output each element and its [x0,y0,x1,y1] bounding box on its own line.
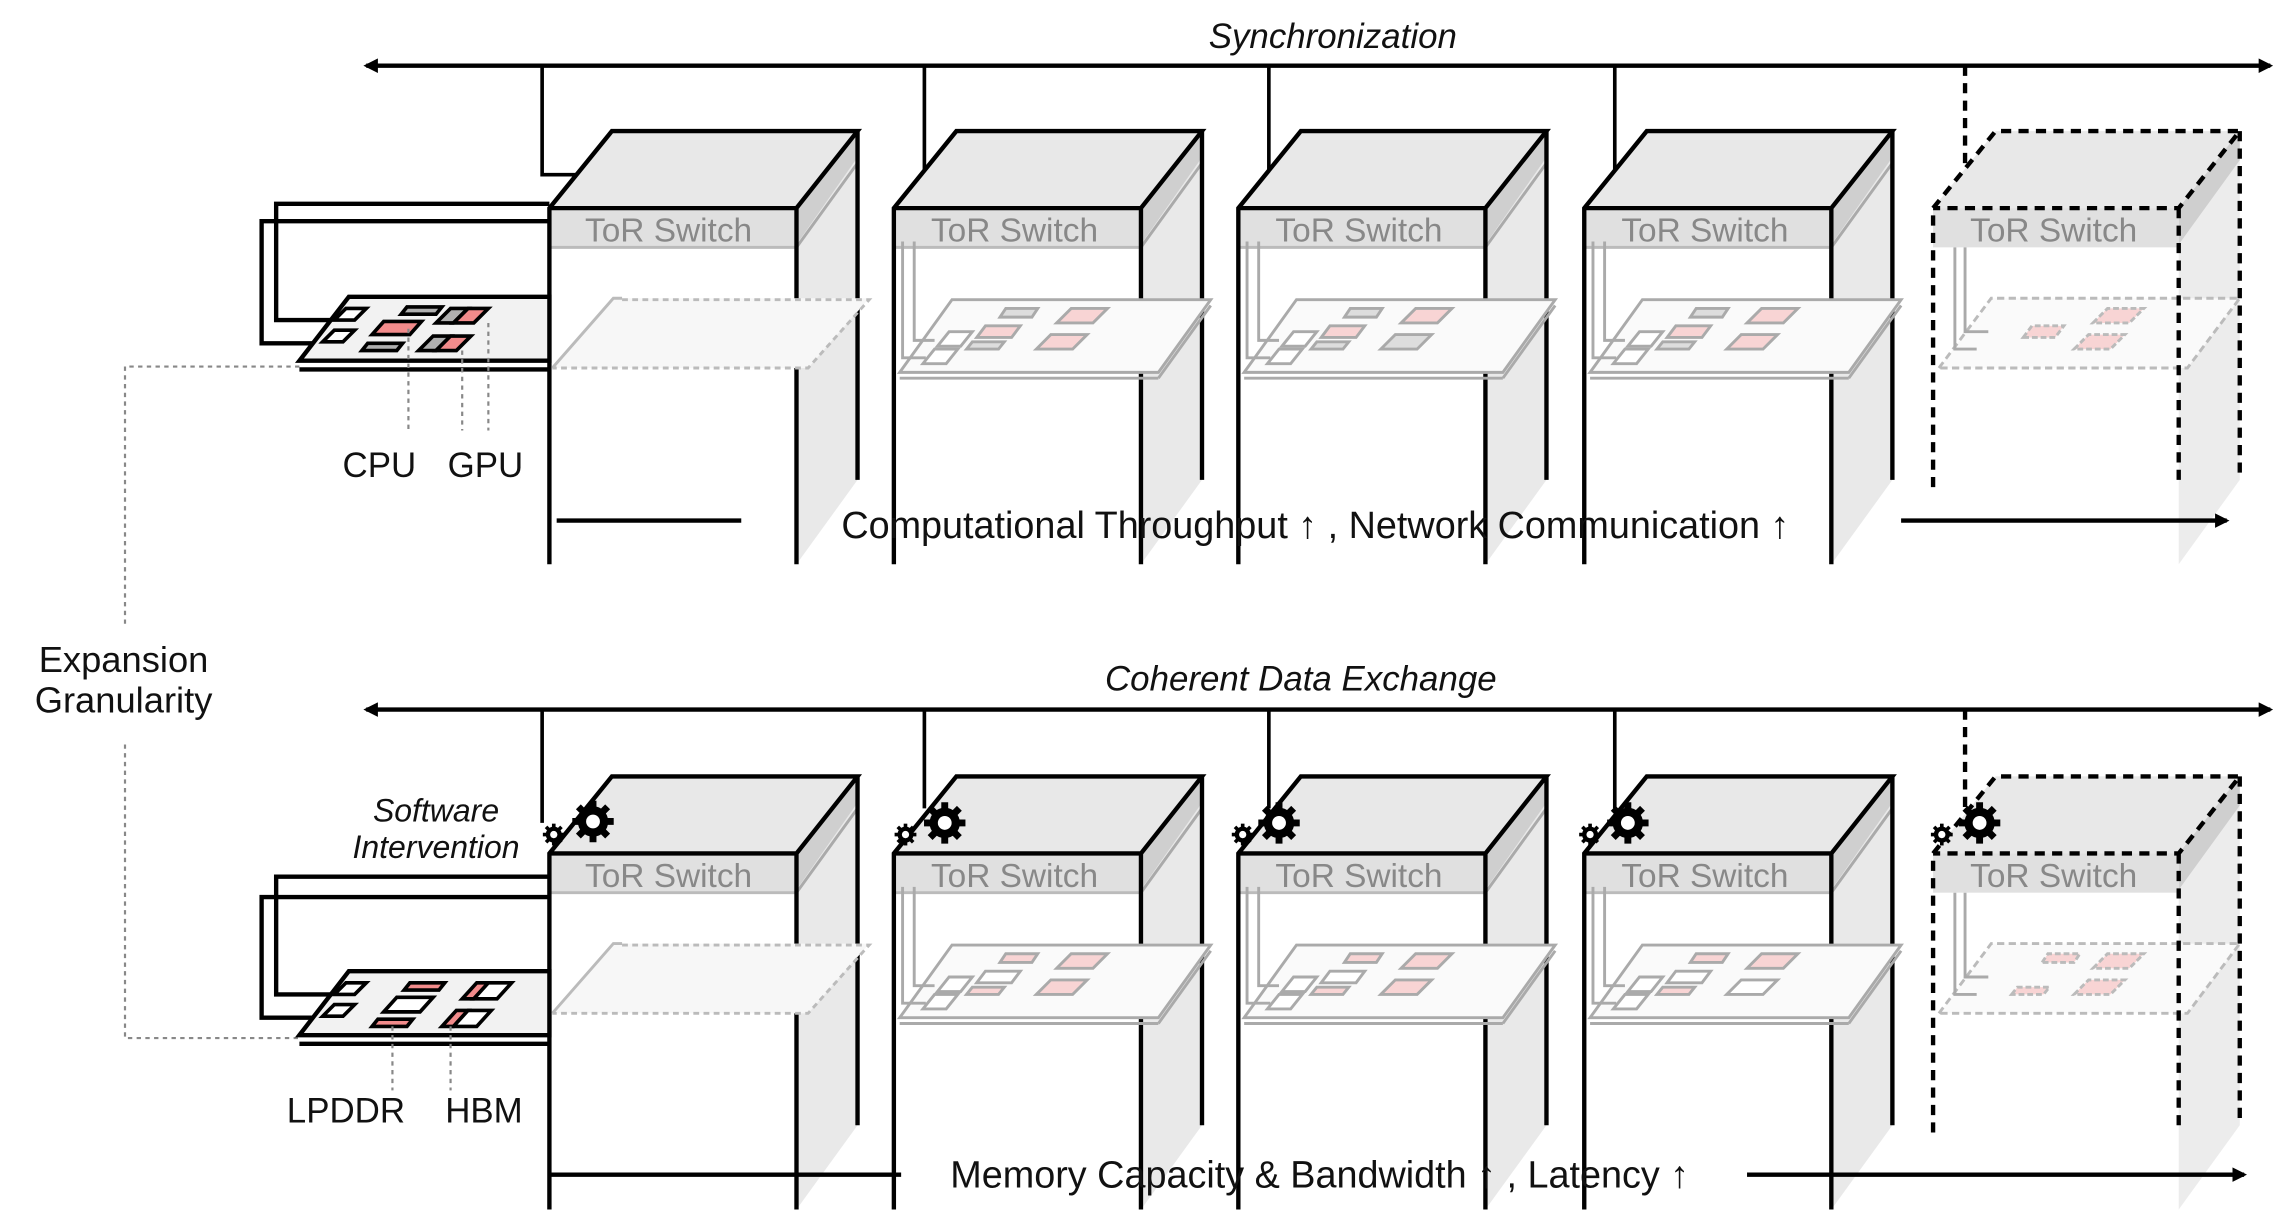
gear-icon-small [543,824,565,846]
tor-switch-label: ToR Switch [931,858,1098,895]
cpu-chip [397,305,446,317]
tor-switch-label: ToR Switch [585,213,752,250]
rack-4: ToR Switch [1584,776,1903,1209]
gear-icon [1258,802,1299,843]
rack-1: ToR Switch [549,776,873,1209]
software-intervention-label-2: Intervention [353,829,520,865]
lpddr-label: LPDDR [287,1091,405,1130]
tor-switch-label: ToR Switch [1275,213,1442,250]
gear-icon-small [1579,824,1601,846]
gear-icon [1959,802,2000,843]
software-intervention-label-1: Software [373,792,499,828]
gear-icon-small [895,824,917,846]
hbm-label: HBM [445,1091,523,1130]
rack-3: ToR Switch [1238,131,1557,564]
lpddr-chip [400,980,449,992]
tor-switch-label: ToR Switch [1275,858,1442,895]
expansion-granularity: Expansion Granularity [35,365,300,1040]
compute-node-board: CPU GPU [259,201,552,485]
expansion-label-line2: Granularity [35,679,214,720]
synchronization-label: Synchronization [1209,17,1457,56]
rack-1: ToR Switch [549,131,873,564]
throughput-axis-label: Computational Throughput ↑ , Network Com… [841,505,1789,547]
rack-4: ToR Switch [1584,131,1903,564]
coherent-data-exchange-label: Coherent Data Exchange [1105,660,1497,699]
expansion-label-line1: Expansion [39,639,209,680]
tor-switch-label: ToR Switch [1970,858,2137,895]
rack-5-future: ToR Switch [1930,128,2245,565]
top-section: Synchronization ToR Switch [259,17,2274,565]
gpu-label: GPU [448,446,524,485]
tor-switch-label: ToR Switch [1621,858,1788,895]
rack-2: ToR Switch [894,776,1213,1209]
rack-2: ToR Switch [894,131,1213,564]
cpu-label: CPU [343,446,417,485]
gear-icon [572,801,613,842]
tor-switch-label: ToR Switch [931,213,1098,250]
memory-axis-label: Memory Capacity & Bandwidth ↑ , Latency … [950,1155,1689,1197]
tor-switch-label: ToR Switch [585,858,752,895]
bottom-section: Coherent Data Exchange Software Interven… [259,660,2274,1210]
gear-icon [1607,802,1648,843]
rack-3: ToR Switch [1238,776,1557,1209]
tor-switch-label: ToR Switch [1970,213,2137,250]
memory-node-board: LPDDR HBM [259,874,552,1130]
gear-icon-small [1931,824,1953,846]
tor-switch-label: ToR Switch [1621,213,1788,250]
gpu-die [449,306,493,325]
rack-5-future: ToR Switch [1930,774,2245,1210]
gear-icon [924,802,965,843]
gear-icon-small [1232,824,1254,846]
